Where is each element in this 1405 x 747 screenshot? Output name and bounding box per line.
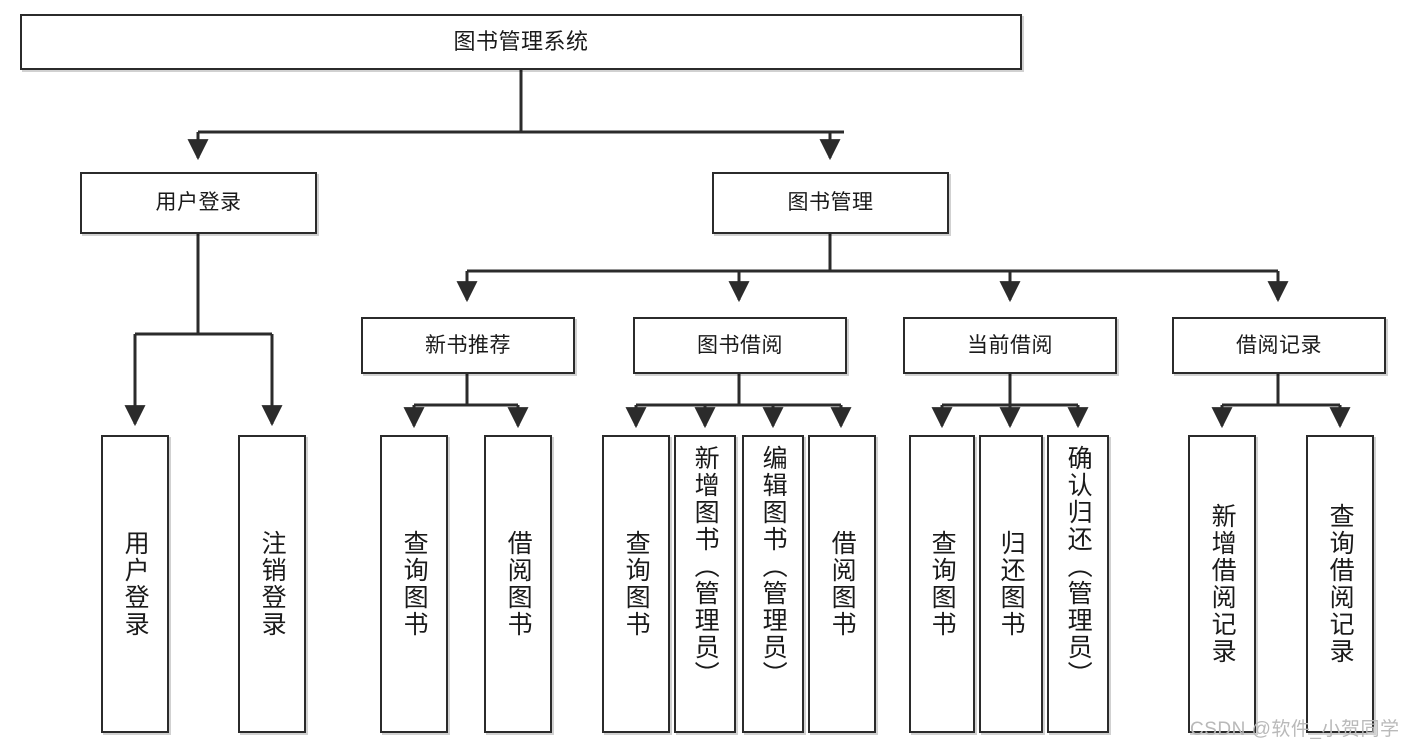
node-label: 查询图书 [622,530,651,638]
node-label: 借阅图书 [504,530,533,638]
leaf-query-borrow-record[interactable]: 查询借阅记录 [1306,435,1374,733]
node-label: 编辑图书（管理员） [759,445,788,688]
node-book-borrow[interactable]: 图书借阅 [633,317,847,374]
leaf-add-book-admin[interactable]: 新增图书（管理员） [674,435,736,733]
node-label: 图书管理系统 [453,28,589,54]
node-user-login[interactable]: 用户登录 [80,172,317,234]
node-new-book-recommend[interactable]: 新书推荐 [361,317,575,374]
node-label: 用户登录 [121,530,150,638]
leaf-return-book[interactable]: 归还图书 [979,435,1043,733]
node-label: 当前借阅 [967,333,1053,357]
node-label: 查询借阅记录 [1326,503,1355,665]
leaf-query-book-borrow[interactable]: 查询图书 [602,435,670,733]
leaf-borrow-book-recommend[interactable]: 借阅图书 [484,435,552,733]
leaf-confirm-return-admin[interactable]: 确认归还（管理员） [1047,435,1109,733]
leaf-borrow-book[interactable]: 借阅图书 [808,435,876,733]
leaf-user-login[interactable]: 用户登录 [101,435,169,733]
node-borrow-record[interactable]: 借阅记录 [1172,317,1386,374]
node-book-management[interactable]: 图书管理 [712,172,949,234]
leaf-query-book-recommend[interactable]: 查询图书 [380,435,448,733]
node-label: 归还图书 [997,530,1026,638]
node-label: 查询图书 [928,530,957,638]
node-root-system[interactable]: 图书管理系统 [20,14,1022,70]
node-label: 新书推荐 [425,333,511,357]
leaf-edit-book-admin[interactable]: 编辑图书（管理员） [742,435,804,733]
watermark-text: CSDN @软件_小贺同学 [1190,719,1400,740]
node-label: 查询图书 [400,530,429,638]
node-label: 注销登录 [258,530,287,638]
node-label: 借阅记录 [1236,333,1322,357]
leaf-logout[interactable]: 注销登录 [238,435,306,733]
leaf-query-book-current[interactable]: 查询图书 [909,435,975,733]
node-label: 确认归还（管理员） [1064,445,1093,688]
node-label: 新增图书（管理员） [691,445,720,688]
node-label: 用户登录 [155,191,242,215]
node-label: 新增借阅记录 [1208,503,1237,665]
node-label: 借阅图书 [828,530,857,638]
node-label: 图书借阅 [697,333,783,357]
leaf-add-borrow-record[interactable]: 新增借阅记录 [1188,435,1256,733]
node-label: 图书管理 [787,191,874,215]
node-current-borrow[interactable]: 当前借阅 [903,317,1117,374]
